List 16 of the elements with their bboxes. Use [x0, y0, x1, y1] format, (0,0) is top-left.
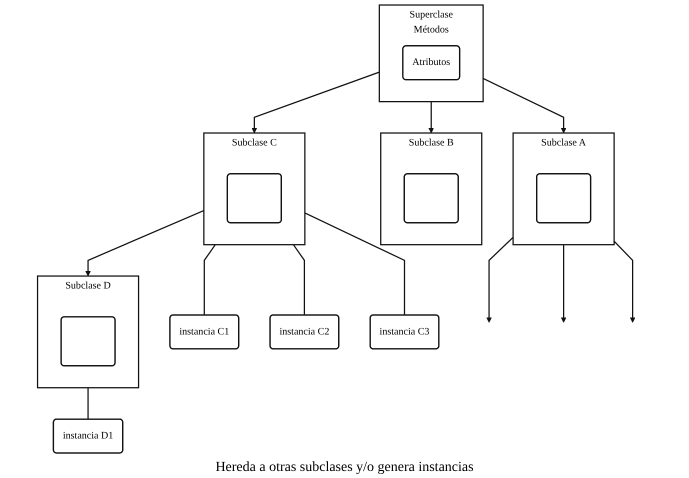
cluster: Subclase D	[36, 275, 140, 388]
arrow	[482, 78, 566, 134]
arrow	[85, 210, 204, 276]
connector	[292, 244, 306, 315]
arrow	[252, 72, 380, 134]
arrow	[560, 244, 566, 323]
cluster: Subclase C	[203, 132, 306, 246]
connector	[304, 212, 406, 315]
arrow	[428, 102, 434, 134]
connector	[204, 244, 216, 315]
arrow	[486, 236, 514, 323]
connector	[87, 388, 89, 420]
cluster: Subclase A	[512, 132, 615, 246]
cluster: Subclase B	[380, 132, 482, 246]
note-text: Hereda a otras subclases y/o genera instancias	[215, 460, 474, 476]
arrow	[614, 240, 636, 323]
